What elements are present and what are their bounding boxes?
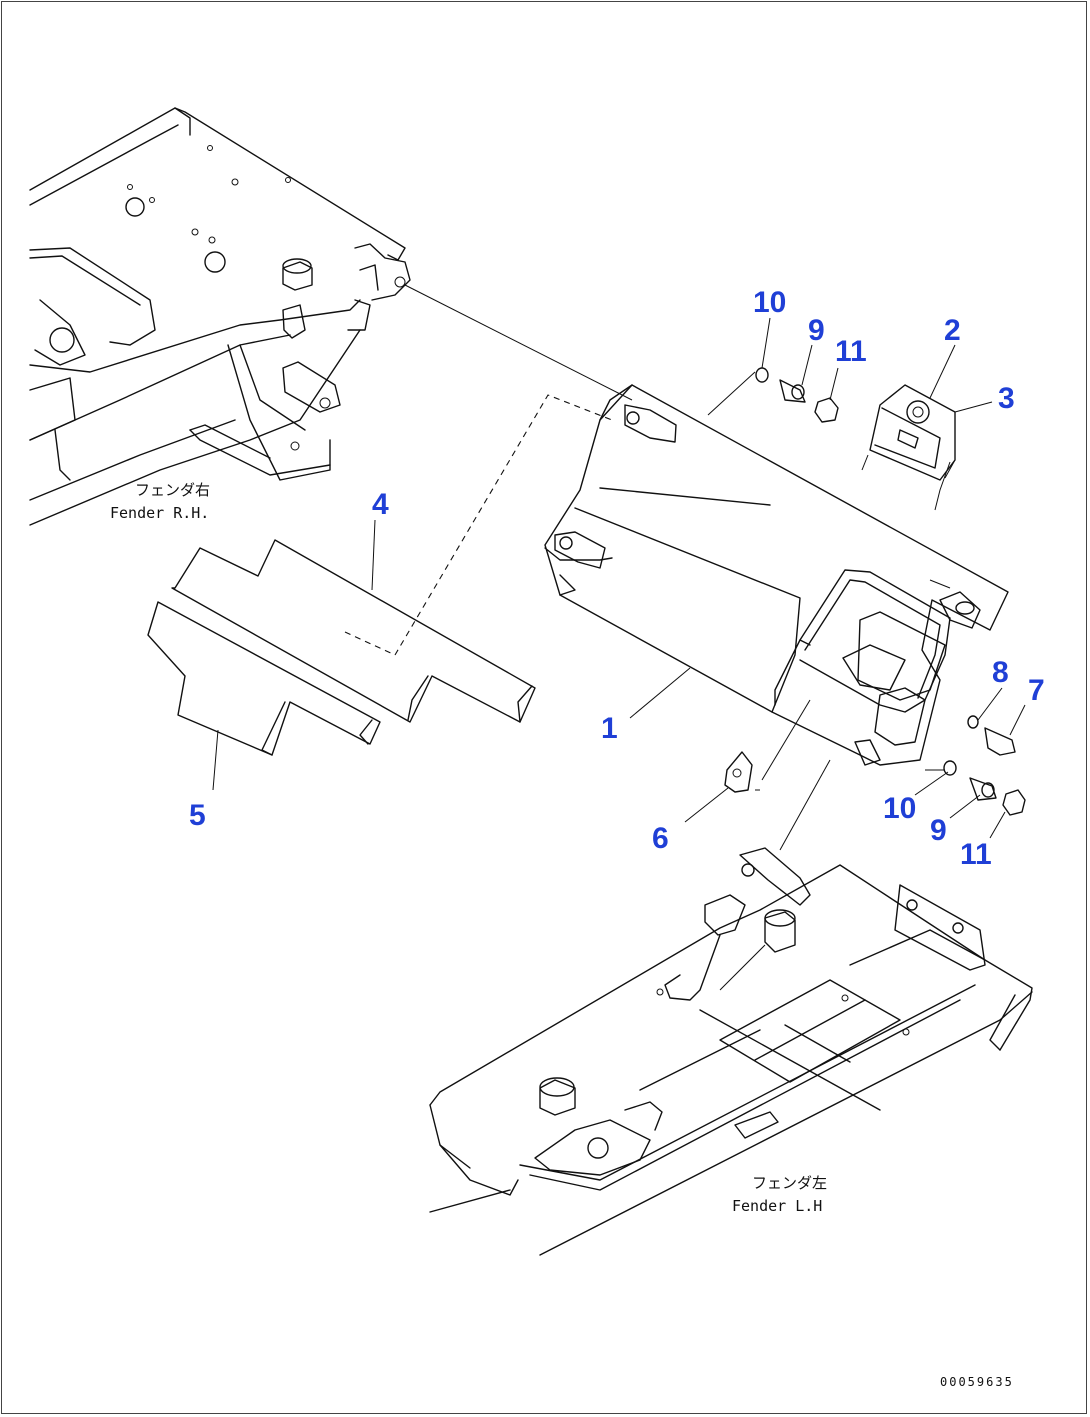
fender-lh-label-en: Fender L.H — [732, 1197, 822, 1215]
callout-9-top: 9 — [808, 314, 825, 347]
fender-lh-structure — [429, 847, 1033, 1256]
callout-11-bottom: 11 — [960, 838, 992, 871]
callout-4: 4 — [372, 488, 389, 521]
callout-10-bottom: 10 — [883, 792, 916, 825]
callout-11-top: 11 — [835, 335, 867, 368]
callout-7: 7 — [1028, 674, 1045, 707]
callout-10-top: 10 — [753, 286, 786, 319]
callout-1: 1 — [601, 712, 618, 745]
part-5-mat — [147, 601, 381, 756]
callout-3: 3 — [998, 382, 1015, 415]
fender-lh-label-jp: フェンダ左 — [752, 1174, 827, 1192]
part-1-cover — [544, 384, 1009, 766]
fasteners — [724, 367, 1026, 816]
fender-labels: フェンダ右 Fender R.H. フェンダ左 Fender L.H — [110, 481, 827, 1215]
fender-rh-label-jp: フェンダ右 — [135, 481, 210, 499]
fender-rh-structure — [29, 107, 411, 526]
callout-6: 6 — [652, 822, 669, 855]
part-4-mat — [171, 539, 536, 723]
callout-2: 2 — [944, 314, 961, 347]
callout-numbers: 1 2 3 4 5 6 7 8 9 9 10 10 11 11 — [189, 286, 1045, 871]
leader-lines — [212, 284, 1026, 991]
drawing-code: 00059635 — [940, 1375, 1014, 1389]
part-2-3-switch — [869, 384, 956, 481]
callout-8: 8 — [992, 656, 1009, 689]
fender-rh-label-en: Fender R.H. — [110, 504, 209, 522]
callout-5: 5 — [189, 799, 206, 832]
callout-9-bottom: 9 — [930, 814, 947, 847]
